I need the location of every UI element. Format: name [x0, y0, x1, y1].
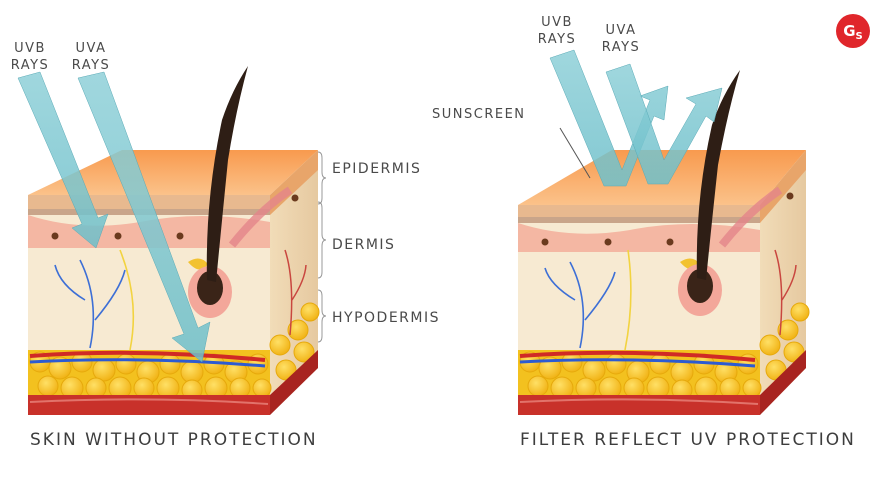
right-uvb-line2: RAYS — [537, 32, 577, 47]
left-caption: SKIN WITHOUT PROTECTION — [30, 430, 318, 450]
right-fat-layer — [518, 302, 810, 401]
left-fat-layer — [28, 302, 320, 401]
left-uvb-line1: UVB — [14, 41, 46, 56]
sunscreen-label: SUNSCREEN — [432, 107, 526, 122]
right-uva-label: UVA RAYS — [598, 22, 644, 56]
right-uva-line2: RAYS — [601, 40, 641, 55]
left-uva-line2: RAYS — [71, 58, 111, 73]
left-uva-ray — [77, 71, 211, 363]
logo-letter-g: G — [843, 22, 856, 40]
dermis-label: DERMIS — [332, 237, 396, 253]
left-uvb-line2: RAYS — [10, 58, 50, 73]
gs-logo-icon: GS — [836, 14, 870, 48]
right-hair — [696, 70, 740, 280]
left-uvb-ray — [17, 71, 109, 249]
right-skin-cube — [518, 70, 810, 415]
left-uva-line1: UVA — [75, 41, 107, 56]
sunscreen-pointer — [559, 127, 591, 179]
right-caption: FILTER REFLECT UV PROTECTION — [520, 430, 856, 450]
epidermis-label: EPIDERMIS — [332, 161, 422, 177]
right-uvb-label: UVB RAYS — [534, 14, 580, 48]
left-hair — [206, 66, 248, 282]
left-uva-label: UVA RAYS — [68, 40, 114, 74]
left-uvb-label: UVB RAYS — [8, 40, 52, 74]
hypodermis-label: HYPODERMIS — [332, 310, 440, 326]
right-uva-ray — [605, 63, 723, 185]
right-uvb-line1: UVB — [541, 15, 573, 30]
left-skin-cube — [28, 66, 320, 415]
layer-brackets — [317, 151, 327, 343]
logo-letter-s: S — [855, 31, 863, 42]
right-uva-line1: UVA — [605, 23, 637, 38]
